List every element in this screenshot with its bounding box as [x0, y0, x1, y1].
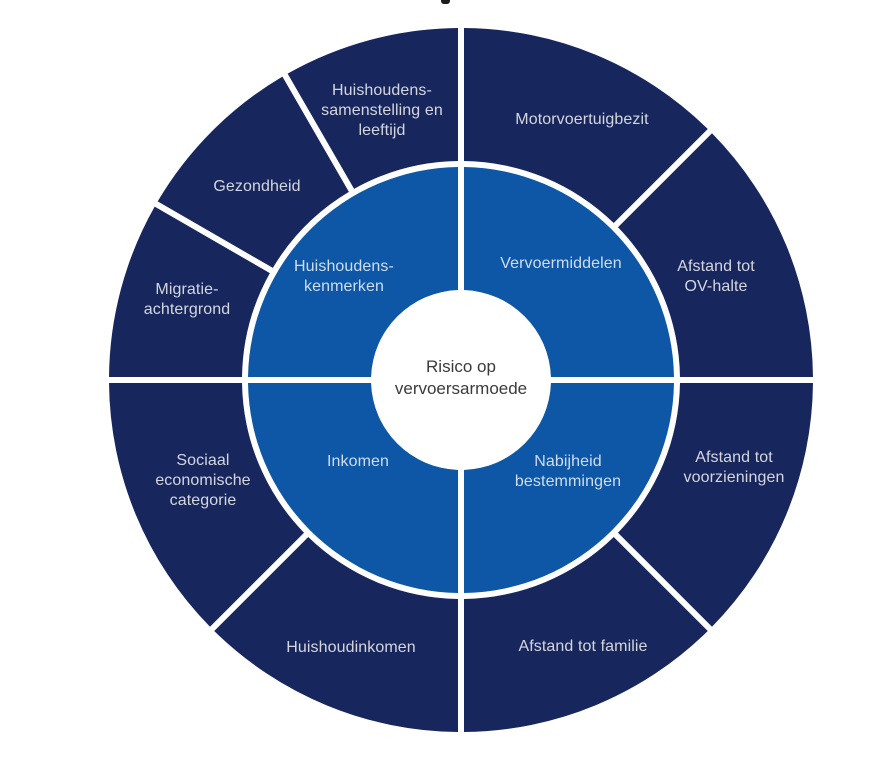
- outer-ring-label-afstand-tot-ov-halte: Afstand tot OV-halte: [677, 258, 755, 295]
- inner-ring-label-vervoermiddelen: Vervoermiddelen: [500, 255, 622, 272]
- outer-ring-label-gezondheid: Gezondheid: [213, 178, 301, 195]
- inner-ring-label-nabijheid-bestemmingen: Nabijheid bestemmingen: [514, 453, 622, 490]
- outer-ring-label-sociaal-economische-categorie: Sociaal economische categorie: [155, 452, 251, 509]
- outer-ring-label-afstand-tot-familie: Afstand tot familie: [518, 638, 648, 655]
- outer-ring-segment-afstand-tot-familie: [463, 536, 708, 732]
- inner-ring-segment-inkomen: [248, 382, 459, 593]
- outer-ring-segment-sociaal-economische-categorie: [109, 382, 305, 627]
- outer-ring-label-huishoudinkomen: Huishoudinkomen: [286, 639, 416, 656]
- outer-ring-segment-afstand-tot-voorzieningen: [617, 382, 813, 627]
- inner-ring-segment-vervoermiddelen: [463, 167, 674, 378]
- outer-ring-label-afstand-tot-voorzieningen: Afstand tot voorzieningen: [683, 449, 785, 486]
- outer-ring-segment-huishoudinkomen: [214, 536, 459, 732]
- outer-ring-label-huishoudens-samenstelling-en-leeftijd: Huishoudens- samenstelling en leeftijd: [321, 82, 443, 139]
- outer-ring-segment-afstand-tot-ov-halte: [617, 133, 813, 378]
- outer-ring-label-migratie-achtergrond: Migratie- achtergrond: [143, 281, 231, 318]
- center-label: Risico op vervoersarmoede: [394, 357, 528, 398]
- outer-ring-segment-migratie-achtergrond: [109, 206, 270, 378]
- inner-ring-segment-nabijheid-bestemmingen: [463, 382, 674, 593]
- outer-ring-segment-huishoudens-samenstelling-en-leeftijd: [287, 28, 459, 189]
- inner-ring-label-huishoudens-kenmerken: Huishoudens- kenmerken: [294, 258, 394, 295]
- outer-ring-segment-motorvoertuigbezit: [463, 28, 708, 224]
- outer-ring-segment-gezondheid: [157, 76, 349, 268]
- outer-ring-label-motorvoertuigbezit: Motorvoertuigbezit: [515, 111, 649, 128]
- inner-ring-label-inkomen: Inkomen: [326, 453, 390, 470]
- inner-ring-segment-huishoudens-kenmerken: [248, 167, 459, 378]
- cropped-text-fragment: [441, 0, 450, 4]
